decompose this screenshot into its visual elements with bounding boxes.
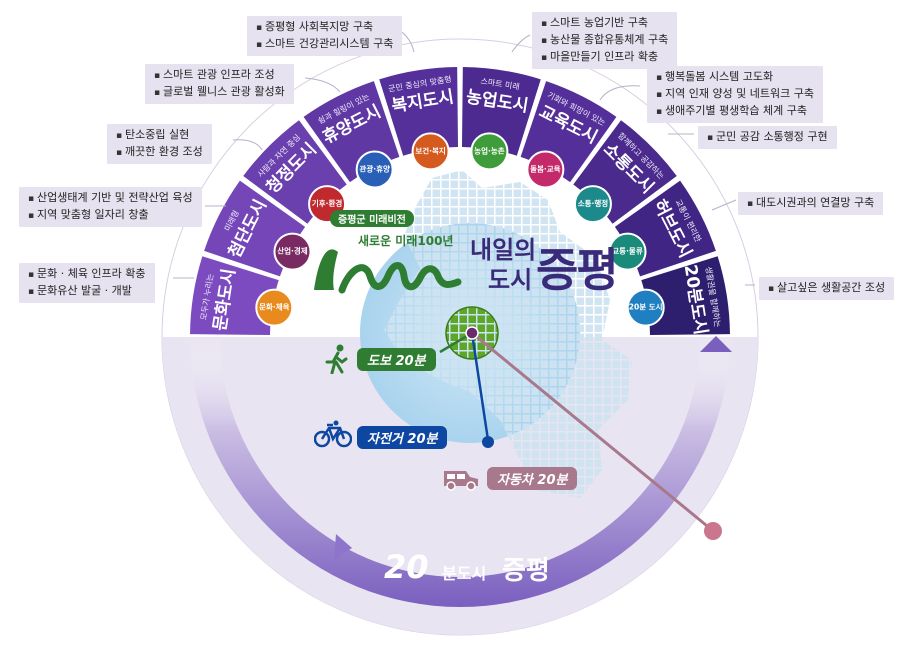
sector-segment bbox=[461, 67, 541, 156]
bottom-title: 20 분도시 증평 bbox=[380, 548, 580, 594]
title-line2: 도시 bbox=[488, 266, 533, 294]
vision-subtitle: 증평군 미래비전 bbox=[330, 210, 414, 227]
note-20min: 살고싶은 생활공간 조성 bbox=[759, 277, 895, 300]
sector-segment bbox=[641, 256, 730, 336]
note-tourism: 스마트 관광 인프라 조성글로벌 웰니스 관광 활성화 bbox=[145, 64, 294, 104]
note-culture: 문화 · 체육 인프라 확충문화유산 발굴 · 개발 bbox=[19, 263, 155, 303]
map-grid bbox=[384, 170, 632, 498]
bottom-band bbox=[190, 337, 730, 607]
walk-icon bbox=[324, 344, 350, 378]
note-welfare: 증평형 사회복지망 구축스마트 건강관리시스템 구축 bbox=[247, 16, 403, 56]
bike-label: 자전거 20분 bbox=[357, 426, 448, 449]
note-agriculture: 스마트 농업기반 구축농산물 종합유통체계 구축마을만들기 인프라 확충 bbox=[532, 12, 678, 69]
walk-label: 도보 20분 bbox=[357, 348, 436, 371]
band-arrow-head-left bbox=[334, 534, 352, 560]
center-dot bbox=[465, 326, 479, 340]
bottom-number: 20 bbox=[384, 548, 429, 586]
logo-tagline: 새로운 미래100년 bbox=[358, 234, 454, 248]
sector-badge bbox=[573, 185, 612, 224]
sector-badge bbox=[470, 132, 509, 171]
sector-badge bbox=[355, 150, 394, 189]
sector-badge bbox=[608, 232, 647, 271]
sector-badge-label: 소통·행정 bbox=[578, 198, 609, 208]
sector-badge-label: 보건·복지 bbox=[415, 145, 446, 155]
center-logo: 증평군 미래비전 새로운 미래100년 내일의 도시 증평 bbox=[300, 210, 630, 310]
sector-badge-label: 20분 도시 bbox=[629, 303, 663, 312]
note-education: 행복돌봄 시스템 고도화지역 인재 양성 및 네트워크 구축생애주기별 평생학습… bbox=[647, 66, 824, 123]
sector-badge-label: 문화·체육 bbox=[259, 302, 290, 312]
note-industry: 산업생태계 기반 및 전략산업 육성지역 맞춤형 일자리 창출 bbox=[19, 187, 202, 227]
note-environment: 탄소중립 실현깨끗한 환경 조성 bbox=[107, 124, 212, 164]
logo-mark bbox=[308, 232, 468, 296]
bike-line bbox=[470, 332, 490, 441]
car-label: 자동차 20분 bbox=[487, 467, 578, 490]
sector-badge bbox=[526, 150, 565, 189]
sector-badge bbox=[411, 132, 450, 171]
car-end-dot bbox=[704, 522, 722, 540]
bike-icon bbox=[313, 420, 353, 452]
sector-segment bbox=[190, 256, 279, 336]
sector-badge-label: 농업·농촌 bbox=[474, 145, 505, 155]
car-line bbox=[471, 331, 713, 532]
sector-badge-label: 기후·환경 bbox=[312, 198, 343, 208]
sector-badge bbox=[626, 288, 665, 327]
sector-badge-label: 교통·물류 bbox=[612, 247, 643, 256]
band-arrow-head bbox=[700, 336, 732, 352]
title-line3: 증평 bbox=[536, 243, 619, 297]
note-hub: 대도시권과의 연결망 구축 bbox=[738, 192, 884, 215]
car-icon bbox=[442, 463, 480, 495]
bike-end-dot bbox=[482, 436, 494, 448]
map-area bbox=[360, 170, 632, 498]
bottom-text2: 증평 bbox=[502, 556, 550, 586]
sector-badge-label: 돌봄·교육 bbox=[530, 163, 561, 173]
bottom-text1: 분도시 bbox=[442, 564, 487, 583]
sector-badge bbox=[273, 232, 312, 271]
sector-badge-label: 관광·휴양 bbox=[359, 163, 390, 173]
title-line1: 내일의 bbox=[470, 236, 537, 264]
sector-segment bbox=[379, 67, 459, 156]
sector-badge-label: 산업·경제 bbox=[277, 246, 308, 256]
note-communication: 군민 공감 소통행정 구현 bbox=[698, 126, 837, 149]
sector-badge bbox=[255, 288, 294, 327]
